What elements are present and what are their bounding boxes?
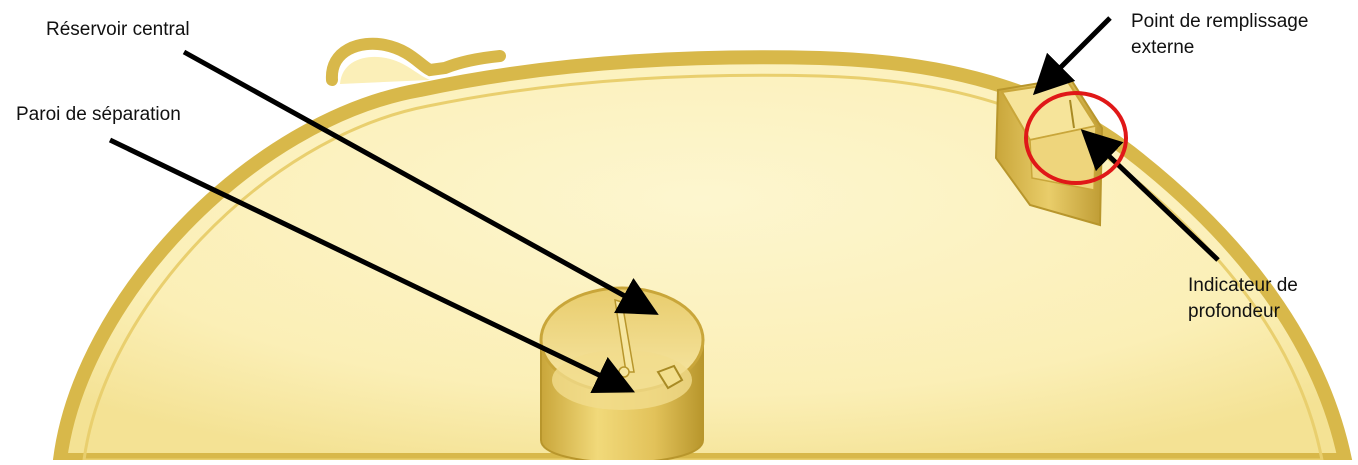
label-central-reservoir-text: Réservoir central	[46, 19, 190, 40]
highlight-circle	[1024, 91, 1128, 185]
label-fill-point-line1: Point de remplissage	[1131, 11, 1309, 32]
arrow-fill-point	[1032, 16, 1112, 96]
label-fill-point: Point de remplissage externe	[1131, 9, 1308, 61]
rim-notch	[325, 37, 506, 86]
arrow-depth-indicator	[1080, 129, 1220, 262]
label-separation-wall-text: Paroi de séparation	[16, 104, 181, 125]
label-fill-point-line2: externe	[1131, 37, 1195, 58]
arrows	[108, 16, 1220, 394]
central-reservoir	[539, 286, 705, 464]
label-depth-indicator: Indicateur de profondeur	[1188, 273, 1298, 325]
arrow-central-reservoir	[182, 49, 659, 315]
label-central-reservoir: Réservoir central	[46, 17, 190, 43]
label-depth-indicator-line1: Indicateur de	[1188, 275, 1298, 296]
label-separation-wall: Paroi de séparation	[16, 102, 181, 128]
label-depth-indicator-line2: profondeur	[1188, 301, 1280, 322]
arrow-separation-wall	[108, 137, 636, 394]
